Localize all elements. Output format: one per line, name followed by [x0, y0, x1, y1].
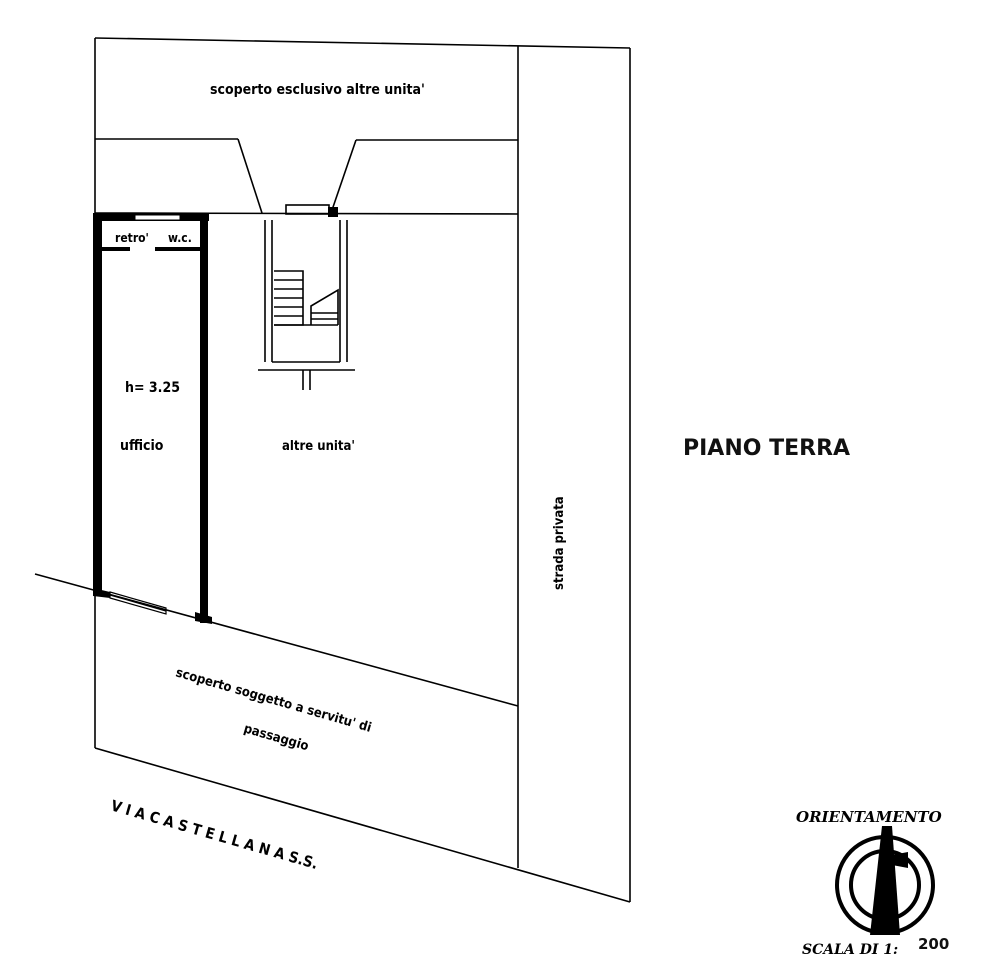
office-entrance: [109, 591, 167, 615]
boundary-top: [94, 37, 631, 49]
stair-flight: [310, 288, 339, 325]
stairwell: [258, 204, 355, 390]
street-label: V I A C A S T E L L A N A S.S.: [109, 797, 320, 873]
ramp-edge-left: [237, 138, 263, 214]
wall-left: [93, 213, 102, 593]
wall-partition: [102, 247, 130, 251]
floor-title: PIANO TERRA: [683, 436, 850, 461]
height-label: h= 3.25: [125, 380, 180, 396]
boundary-bottom: [94, 747, 631, 903]
wall-corner: [93, 588, 110, 598]
back-room-label: retro': [115, 231, 149, 245]
private-road-label: strada privata: [552, 496, 567, 590]
orientation-compass: ORIENTAMENTO SCALA DI 1: 200: [796, 808, 949, 958]
other-units-label: altre unita': [282, 439, 355, 454]
orientation-label: ORIENTAMENTO: [796, 808, 942, 826]
office-label: ufficio: [120, 438, 164, 454]
ramp-edge-right: [330, 139, 357, 214]
lot-boundary: [34, 37, 631, 903]
office-window-top: [134, 214, 181, 221]
wc-label: w.c.: [168, 231, 192, 245]
bottom-yard-label-1: scoperto soggetto a servitu' di: [174, 665, 373, 735]
scale-value: 200: [918, 935, 949, 953]
stair-door: [285, 204, 330, 215]
wall-partition: [155, 247, 201, 251]
stair-column: [328, 207, 338, 217]
wall-right: [200, 213, 208, 623]
scale-label: SCALA DI 1:: [802, 942, 898, 958]
north-arrow-icon: [870, 826, 900, 935]
north-flag-icon: [892, 852, 908, 868]
bottom-yard-label-2: passaggio: [242, 721, 310, 754]
office-walls: [93, 213, 212, 624]
wall-corner: [195, 612, 212, 624]
top-yard-label: scoperto esclusivo altre unita': [210, 82, 425, 98]
